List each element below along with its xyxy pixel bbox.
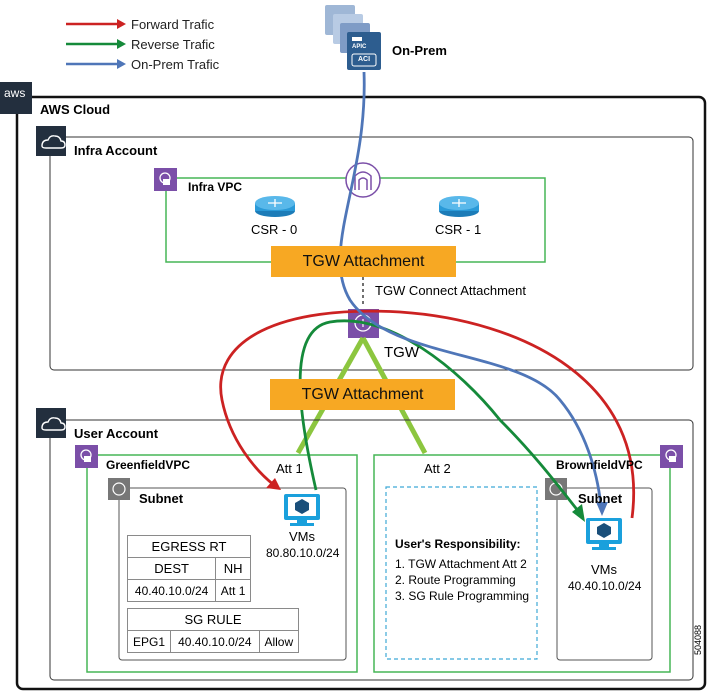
egress-route-table: EGRESS RT DEST NH 40.40.10.0/24 Att 1 (126, 535, 251, 602)
infra-account-title: Infra Account (74, 143, 158, 158)
aws-logo-icon (0, 82, 32, 114)
user-account-title: User Account (74, 426, 159, 441)
responsibility-title: User's Responsibility: (395, 537, 521, 551)
responsibility-item: 3. SG Rule Programming (395, 589, 530, 603)
responsibility-item: 2. Route Programming (395, 573, 516, 587)
responsibility-item: 1. TGW Attachment Att 2 (395, 557, 527, 571)
figure-id: 504088 (693, 624, 703, 655)
infra-vpc-lock-icon (154, 168, 177, 191)
sg-rule-table: SG RULE EPG1 40.40.10.0/24 Allow (127, 608, 300, 653)
infra-tgw-attachment-bar: TGW Attachment (271, 246, 456, 277)
greenfield-vpc-title: GreenfieldVPC (106, 458, 191, 472)
greenfield-vpc-lock-icon (75, 445, 98, 468)
egress-header-dest: DEST (126, 557, 217, 580)
infra-tgw-attachment-label: TGW Attachment (302, 252, 425, 270)
csr1-router-icon (439, 196, 479, 217)
apic-stack-icon (325, 5, 381, 70)
legend-forward-label: Forward Trafic (131, 17, 215, 32)
greenfield-subnet-label: Subnet (139, 491, 184, 506)
egress-cell-nh: Att 1 (215, 579, 251, 602)
greenfield-vm-icon (284, 494, 320, 526)
att2-label: Att 2 (424, 461, 451, 476)
responsibility-dashed-box (385, 486, 538, 660)
legend-onprem-arrow (66, 59, 126, 69)
infra-vpc-title: Infra VPC (188, 180, 243, 194)
infra-account-cloud-icon (36, 126, 66, 156)
csr1-label: CSR - 1 (435, 222, 482, 237)
greenfield-subnet-icon (108, 478, 130, 500)
greenfield-vpc-frame (86, 454, 358, 673)
onprem-traffic-path (338, 71, 608, 516)
legend-forward-arrow (66, 19, 126, 29)
aci-label: ACI (358, 56, 371, 63)
user-tgw-attachment-label: TGW Attachment (301, 385, 424, 403)
egress-header-nh: NH (215, 557, 251, 580)
att1-label: Att 1 (276, 461, 303, 476)
user-tgw-attachment-bar: TGW Attachment (270, 379, 455, 410)
brownfield-subnet-label: Subnet (578, 491, 623, 506)
sg-cell-prefix: 40.40.10.0/24 (170, 630, 260, 653)
brownfield-vms-ip: 40.40.10.0/24 (568, 579, 642, 593)
tgw-connect-attachment-label: TGW Connect Attachment (375, 283, 527, 298)
forward-traffic-path (219, 309, 635, 519)
apic-label: APIC (352, 44, 367, 50)
sg-title: SG RULE (127, 608, 299, 631)
brownfield-vm-icon (586, 518, 622, 550)
brownfield-vms-label: VMs (591, 562, 617, 577)
infra-account-frame (49, 136, 694, 371)
sg-cell-action: Allow (258, 630, 300, 653)
legend-onprem-label: On-Prem Trafic (131, 57, 220, 72)
sg-cell-epg: EPG1 (127, 630, 171, 653)
aws-badge-text: aws (4, 86, 26, 100)
brownfield-vpc-lock-icon (660, 445, 683, 468)
egress-cell-dest: 40.40.10.0/24 (126, 579, 217, 602)
aws-cloud-frame (15, 95, 707, 691)
aws-cloud-title: AWS Cloud (40, 102, 111, 117)
middle-vpc-frame (373, 454, 671, 673)
legend-reverse-arrow (66, 39, 126, 49)
csr0-label: CSR - 0 (251, 222, 298, 237)
tgw-label: TGW (384, 344, 419, 361)
csr0-router-icon (255, 196, 295, 217)
user-account-cloud-icon (36, 408, 66, 438)
greenfield-vms-ip: 80.80.10.0/24 (266, 546, 340, 560)
greenfield-vms-label: VMs (289, 529, 315, 544)
brownfield-subnet-frame (556, 487, 653, 661)
onprem-label: On-Prem (392, 43, 447, 58)
egress-title: EGRESS RT (127, 535, 251, 558)
greenfield-subnet-frame (118, 487, 347, 661)
legend-reverse-label: Reverse Trafic (131, 37, 215, 52)
user-account-frame (49, 419, 694, 681)
brownfield-vpc-title: BrownfieldVPC (556, 458, 643, 472)
